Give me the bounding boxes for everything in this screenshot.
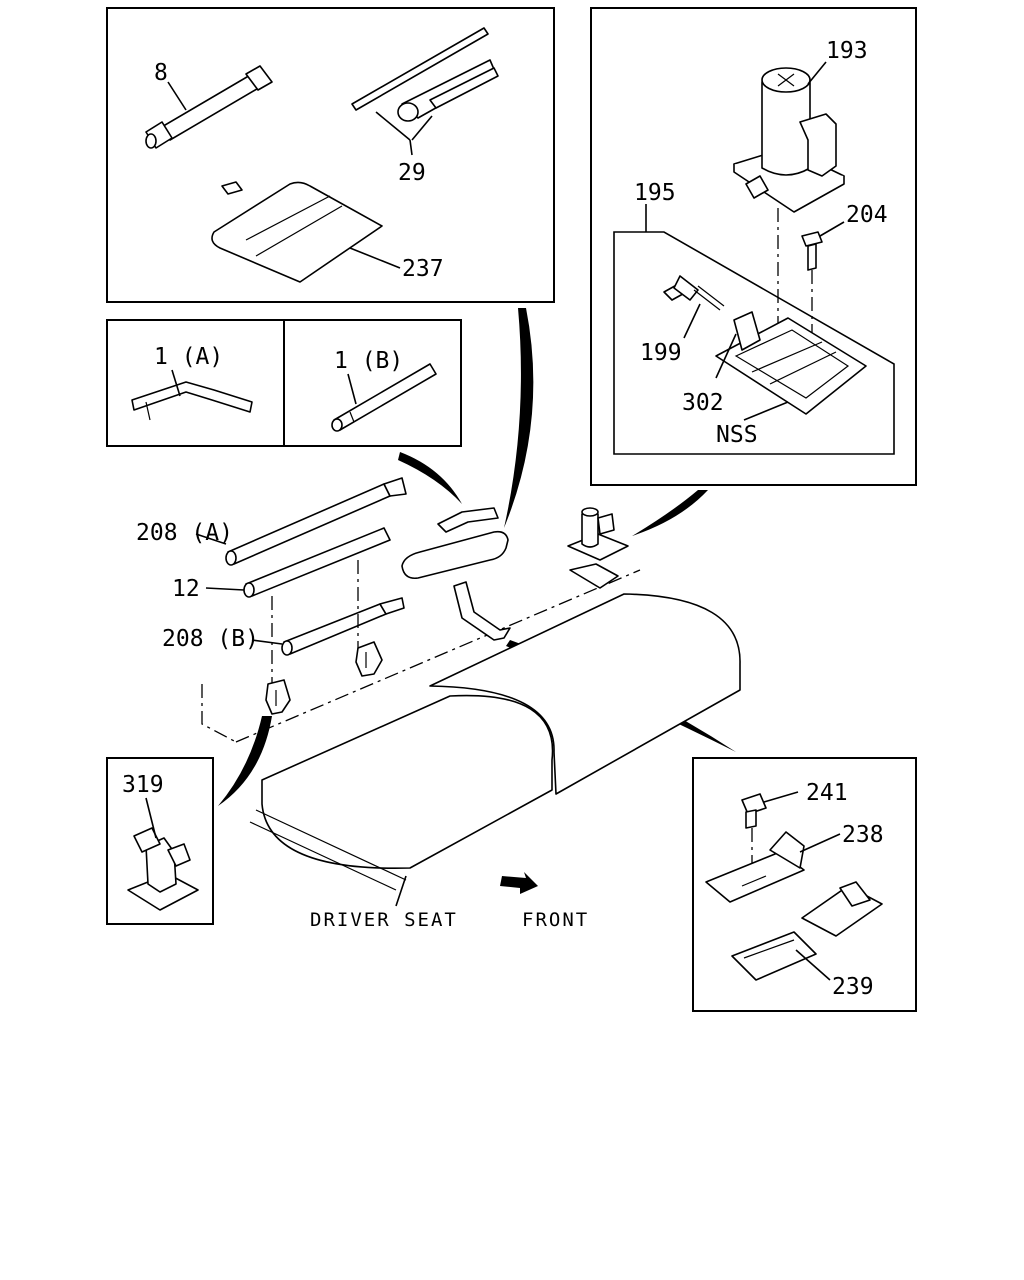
label-302: 302	[682, 390, 724, 416]
leader-238	[799, 833, 841, 853]
jack-tray-area	[613, 231, 895, 455]
label-208b: 208 (B)	[162, 626, 259, 652]
rod-clip-right	[355, 641, 383, 677]
leader-239	[795, 949, 831, 981]
wing-bolt	[663, 275, 725, 311]
leader-29-a	[375, 111, 411, 141]
seat-rails	[249, 809, 407, 891]
pointer-arrow-toolkit	[504, 308, 534, 528]
label-199: 199	[640, 340, 682, 366]
pointer-arrow-clip	[218, 716, 272, 806]
seat-cushion-rear	[429, 593, 741, 795]
rod-208b	[281, 597, 405, 656]
tool-bag	[211, 181, 383, 283]
clip-inset-frame	[106, 757, 214, 925]
tool-kit-inset: 8 29 237	[106, 7, 555, 303]
wheel-nut-wrench	[145, 65, 273, 149]
rod-12	[243, 527, 391, 598]
handle-1b	[331, 363, 437, 432]
label-nss: NSS	[716, 422, 758, 448]
label-driver-seat: DRIVER SEAT	[310, 909, 458, 931]
label-12: 12	[172, 576, 200, 602]
handle-1a	[131, 381, 253, 421]
jack-tray	[715, 311, 867, 415]
bracket-inset-frame	[692, 757, 917, 1012]
label-1a: 1 (A)	[154, 344, 223, 370]
front-arrow-icon	[500, 872, 538, 894]
leader-driver-seat	[395, 875, 407, 907]
jack-handle-set	[351, 27, 499, 122]
label-front: FRONT	[522, 909, 589, 931]
label-319: 319	[122, 772, 164, 798]
leader-199	[683, 303, 701, 339]
tool-bag-on-floor	[401, 530, 509, 580]
leader-29-b	[411, 115, 433, 141]
leader-8	[167, 81, 187, 111]
pointer-arrow-handle	[398, 452, 462, 504]
leader-237	[349, 247, 401, 269]
leader-193	[807, 61, 827, 85]
jack-inset-frame	[590, 7, 917, 486]
leader-12	[205, 587, 245, 591]
jack-inset: 193 204 199 302 NSS 195	[590, 7, 917, 486]
bracket-on-floor	[453, 581, 511, 641]
bottle-jack	[733, 67, 845, 213]
jack-on-floor	[567, 507, 629, 589]
label-239: 239	[832, 974, 874, 1000]
pad-239-lower	[731, 931, 817, 981]
rod-clip-319	[127, 827, 199, 911]
label-208a: 208 (A)	[136, 520, 233, 546]
leader-302	[715, 333, 737, 379]
label-8: 8	[154, 60, 168, 86]
handle-on-floor	[437, 507, 499, 533]
label-1b: 1 (B)	[334, 348, 403, 374]
bolt-241	[741, 793, 767, 829]
label-193: 193	[826, 38, 868, 64]
bracket-238	[705, 831, 805, 903]
pad-239-upper	[801, 881, 883, 937]
label-237: 237	[402, 256, 444, 282]
floor-edge	[201, 684, 237, 743]
leader-29	[409, 139, 413, 156]
rod-208a	[225, 477, 407, 566]
leader-241	[763, 791, 799, 803]
leader-204	[819, 221, 845, 237]
leader-1b	[347, 373, 357, 405]
bracket-inset: 241 238 239	[692, 757, 917, 1012]
seat-assembly: DRIVER SEAT FRONT 208 (A) 12 208 (B)	[136, 477, 741, 931]
label-29: 29	[398, 160, 426, 186]
floor-line	[235, 569, 641, 743]
label-204: 204	[846, 202, 888, 228]
rod-clip-left	[265, 679, 291, 715]
leader-nss	[743, 401, 789, 421]
leader-208a	[195, 533, 227, 545]
clip-inset: 319	[106, 757, 214, 925]
bolt-204	[801, 231, 823, 271]
leader-208b	[251, 639, 283, 645]
leader-1a	[171, 369, 181, 397]
label-241: 241	[806, 780, 848, 806]
label-195: 195	[634, 180, 676, 206]
leader-319	[145, 797, 157, 839]
seat-cushion-front	[261, 694, 554, 870]
handle-inset: 1 (A) 1 (B)	[106, 319, 462, 447]
tool-kit-inset-frame	[106, 7, 555, 303]
label-238: 238	[842, 822, 884, 848]
pointer-arrow-jack	[632, 490, 708, 536]
